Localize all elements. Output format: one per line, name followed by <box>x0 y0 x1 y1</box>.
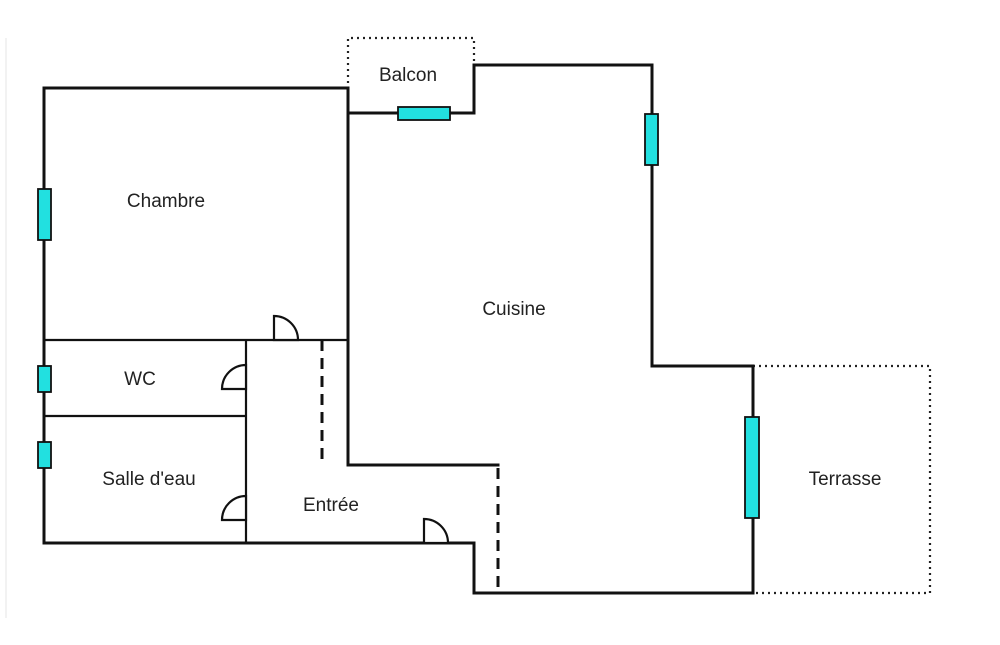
room-label-entree: Entrée <box>303 495 359 516</box>
room-label-wc: WC <box>124 369 156 390</box>
balcony-outline <box>346 36 476 113</box>
doors <box>220 314 450 545</box>
window-kitchen-east <box>644 113 659 166</box>
room-label-balcon: Balcon <box>379 65 437 86</box>
room-label-terrasse: Terrasse <box>809 469 882 490</box>
window-salle-deau <box>37 441 52 469</box>
chambre-door <box>272 314 300 342</box>
room-label-cuisine: Cuisine <box>482 299 545 320</box>
window-wc <box>37 365 52 393</box>
wc-door <box>220 363 248 391</box>
window-terrace <box>744 416 760 519</box>
salle-deau-door <box>220 494 248 522</box>
windows <box>37 106 760 519</box>
room-label-salle-deau: Salle d'eau <box>102 469 195 490</box>
window-balcony <box>397 106 451 121</box>
window-chambre <box>37 188 52 241</box>
room-label-chambre: Chambre <box>127 191 205 212</box>
terrace-outline <box>753 364 932 595</box>
entrance-door <box>422 517 450 545</box>
